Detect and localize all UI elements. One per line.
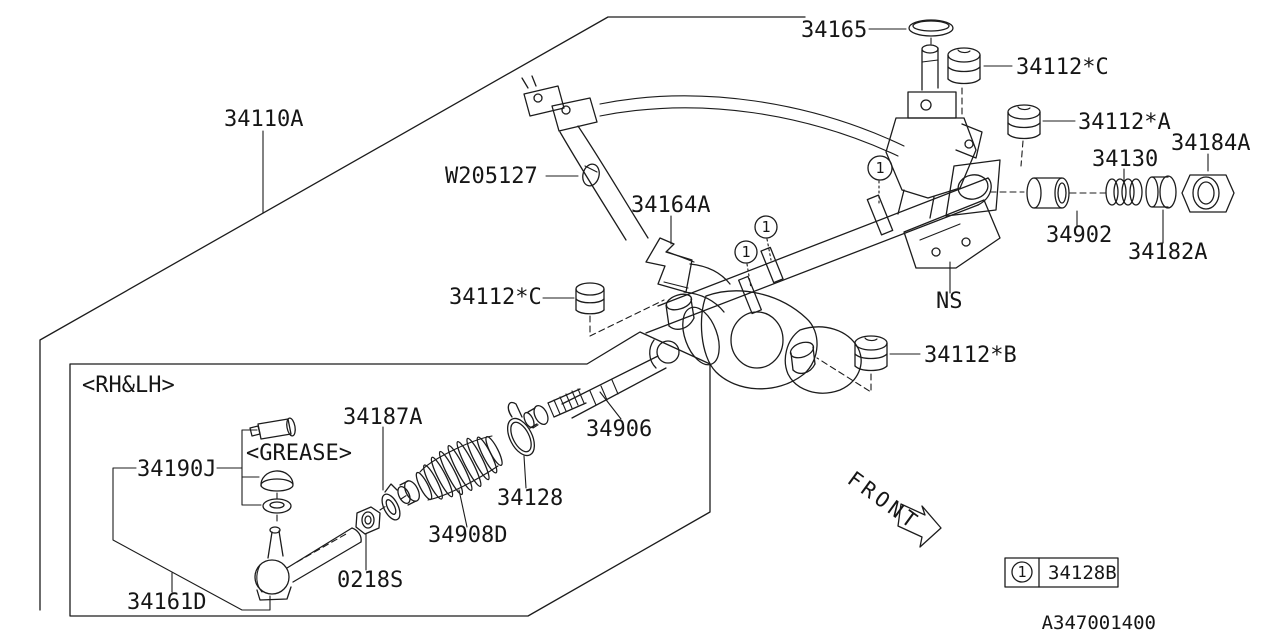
tie-rod-detail-art bbox=[249, 401, 542, 601]
cap-art bbox=[908, 19, 954, 48]
callout-34130[interactable]: 34130 bbox=[1092, 147, 1158, 172]
projection-frame bbox=[39, 16, 806, 611]
mount-bushings-art bbox=[575, 47, 1041, 393]
ref-1-number[interactable]: 1 bbox=[741, 243, 750, 261]
note-grease: <GREASE> bbox=[246, 441, 352, 466]
drawing-number: A347001400 bbox=[1042, 612, 1156, 634]
callout-34187A[interactable]: 34187A bbox=[343, 405, 422, 430]
lock-nut-icon bbox=[1181, 174, 1235, 213]
band-clamp-icon bbox=[737, 275, 763, 315]
note-rh-lh: <RH&LH> bbox=[82, 373, 175, 398]
callout-34112B[interactable]: 34112*B bbox=[924, 343, 1017, 368]
callout-34184A[interactable]: 34184A bbox=[1171, 131, 1250, 156]
ref-1-number[interactable]: 1 bbox=[761, 218, 770, 236]
legend-ref-number: 1 bbox=[1017, 563, 1026, 581]
callout-34908D[interactable]: 34908D bbox=[428, 523, 507, 548]
ref-1-marker bbox=[867, 155, 893, 181]
callout-W205127[interactable]: W205127 bbox=[445, 164, 538, 189]
ref-1-marker bbox=[754, 215, 778, 239]
diagram-line-art bbox=[39, 16, 1235, 617]
front-indicator-label: FRONT bbox=[843, 467, 924, 535]
steering-gearbox-art bbox=[523, 44, 1001, 429]
callout-34112A[interactable]: 34112*A bbox=[1078, 110, 1171, 135]
callout-34164A[interactable]: 34164A bbox=[631, 193, 710, 218]
front-arrow-icon bbox=[897, 503, 942, 548]
band-clamp-icon bbox=[866, 194, 894, 236]
ref-1-marker bbox=[734, 240, 758, 264]
band-clamp-icon bbox=[760, 246, 784, 284]
callout-34110A[interactable]: 34110A bbox=[224, 107, 303, 132]
rack-end-parts-art bbox=[989, 174, 1235, 213]
callout-34112C-left[interactable]: 34112*C bbox=[449, 285, 542, 310]
legend-box bbox=[1004, 557, 1119, 588]
callout-34161D[interactable]: 34161D bbox=[127, 590, 206, 615]
spring-icon bbox=[1105, 178, 1119, 206]
callout-34190J[interactable]: 34190J bbox=[137, 457, 216, 482]
hose-fitting-icon bbox=[645, 237, 693, 293]
diagram-labels: 34110A W205127 34164A 34165 34112*C 3411… bbox=[82, 18, 1250, 634]
hose-assembly-art bbox=[521, 75, 905, 313]
callout-34906[interactable]: 34906 bbox=[586, 417, 652, 442]
leader-lines bbox=[112, 28, 1209, 611]
callout-NS: NS bbox=[936, 289, 963, 314]
rh-lh-detail-box bbox=[69, 331, 711, 617]
callout-34165[interactable]: 34165 bbox=[801, 18, 867, 43]
callout-34182A[interactable]: 34182A bbox=[1128, 240, 1207, 265]
legend-part-number[interactable]: 34128B bbox=[1048, 562, 1117, 584]
ref-markers[interactable] bbox=[734, 155, 893, 264]
callout-34112C[interactable]: 34112*C bbox=[1016, 55, 1109, 80]
front-arrow bbox=[897, 503, 942, 548]
callout-0218S[interactable]: 0218S bbox=[337, 568, 403, 593]
ref-1-number[interactable]: 1 bbox=[875, 159, 884, 177]
callout-34128[interactable]: 34128 bbox=[497, 486, 563, 511]
callout-34902[interactable]: 34902 bbox=[1046, 223, 1112, 248]
legend-ref-marker bbox=[1011, 561, 1033, 583]
hose-clamp-icon bbox=[582, 163, 600, 187]
